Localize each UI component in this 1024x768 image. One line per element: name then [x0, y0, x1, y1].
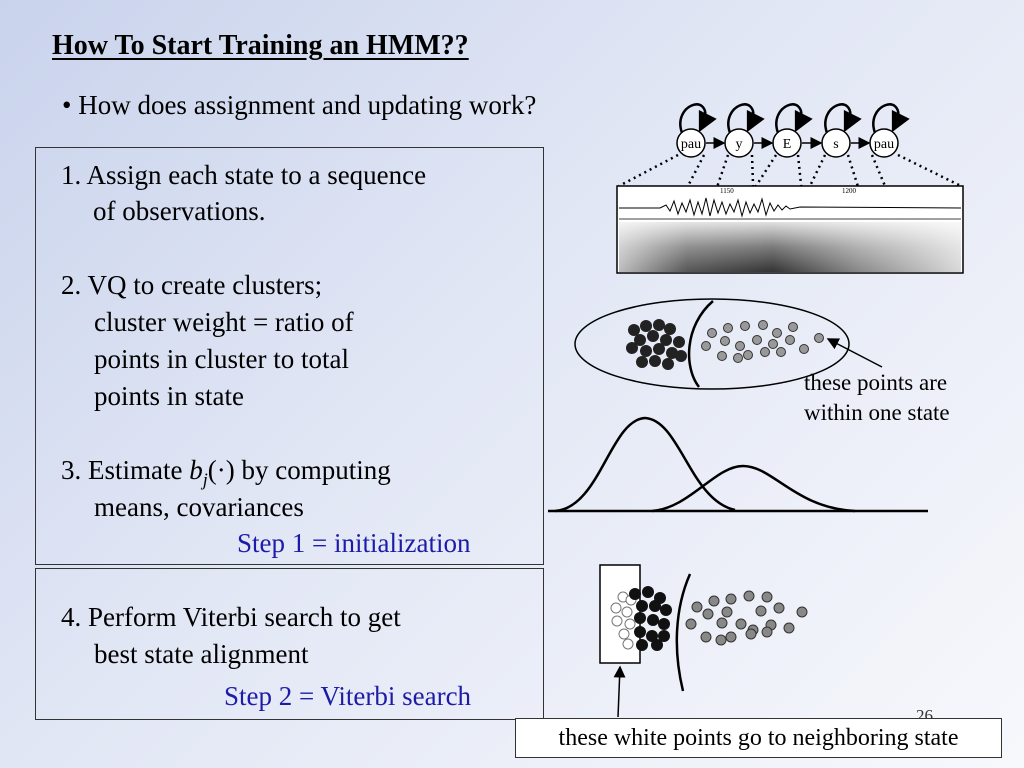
step-2-line-4: points in state [94, 381, 244, 411]
step-3-j: j [202, 469, 208, 490]
gaussian-curves [548, 416, 928, 513]
step-3-line-1: 3. Estimate bj(·) by computing [61, 452, 391, 497]
step-3-b: b [189, 455, 203, 485]
spectrogram: 1150 1200 [616, 185, 964, 274]
initialization-box: 1. Assign each state to a sequence of ob… [35, 147, 544, 565]
state-node [724, 128, 754, 158]
white-points [610, 591, 637, 650]
state-label: pau [874, 137, 894, 152]
step-3-line-2: means, covariances [94, 492, 304, 522]
spectrogram-mark: 1200 [842, 187, 857, 195]
grey-points [685, 590, 808, 646]
state-node [772, 128, 802, 158]
spectrogram-mark: 1150 [720, 187, 734, 195]
self-loops [679, 103, 910, 134]
step-2-line-2: cluster weight = ratio of [94, 307, 354, 337]
step-3-suffix: by computing [234, 455, 391, 485]
slide-title: How To Start Training an HMM?? [52, 30, 469, 61]
light-cluster-points [701, 320, 824, 363]
question-bullet: • How does assignment and updating work? [62, 90, 537, 120]
state-label: y [736, 137, 743, 152]
state-node [821, 128, 851, 158]
step-2-line-3: points in cluster to total [94, 344, 349, 374]
dark-cluster-points [626, 319, 687, 370]
note-line-1: these points are [804, 370, 948, 395]
state-node [676, 128, 706, 158]
step-1-label: Step 1 = initialization [237, 528, 471, 558]
viterbi-cluster-diagram [599, 564, 808, 718]
state-label: pau [681, 137, 701, 152]
state-chain: pau y E s pau [676, 103, 910, 158]
step-4-line-2: best state alignment [94, 639, 309, 669]
step-4-line-1: 4. Perform Viterbi search to get [61, 602, 401, 632]
step-2-label: Step 2 = Viterbi search [224, 681, 472, 711]
state-label: E [783, 137, 792, 152]
step-1-line-1: 1. Assign each state to a sequence [61, 160, 427, 190]
dark-points [629, 586, 672, 651]
step-3-prefix: 3. Estimate [61, 455, 190, 485]
within-state-note: these points are within one state [804, 368, 950, 428]
step-3-dot: (·) [207, 455, 235, 485]
step-2-line-1: 2. VQ to create clusters; [61, 270, 323, 300]
state-label: s [833, 137, 838, 152]
step-1-line-2: of observations. [93, 196, 266, 226]
white-points-caption: these white points go to neighboring sta… [515, 718, 1002, 758]
note-line-2: within one state [804, 400, 950, 425]
cluster-ellipse-diagram [574, 298, 883, 390]
state-node [869, 128, 899, 158]
viterbi-box: 4. Perform Viterbi search to get best st… [35, 568, 544, 720]
